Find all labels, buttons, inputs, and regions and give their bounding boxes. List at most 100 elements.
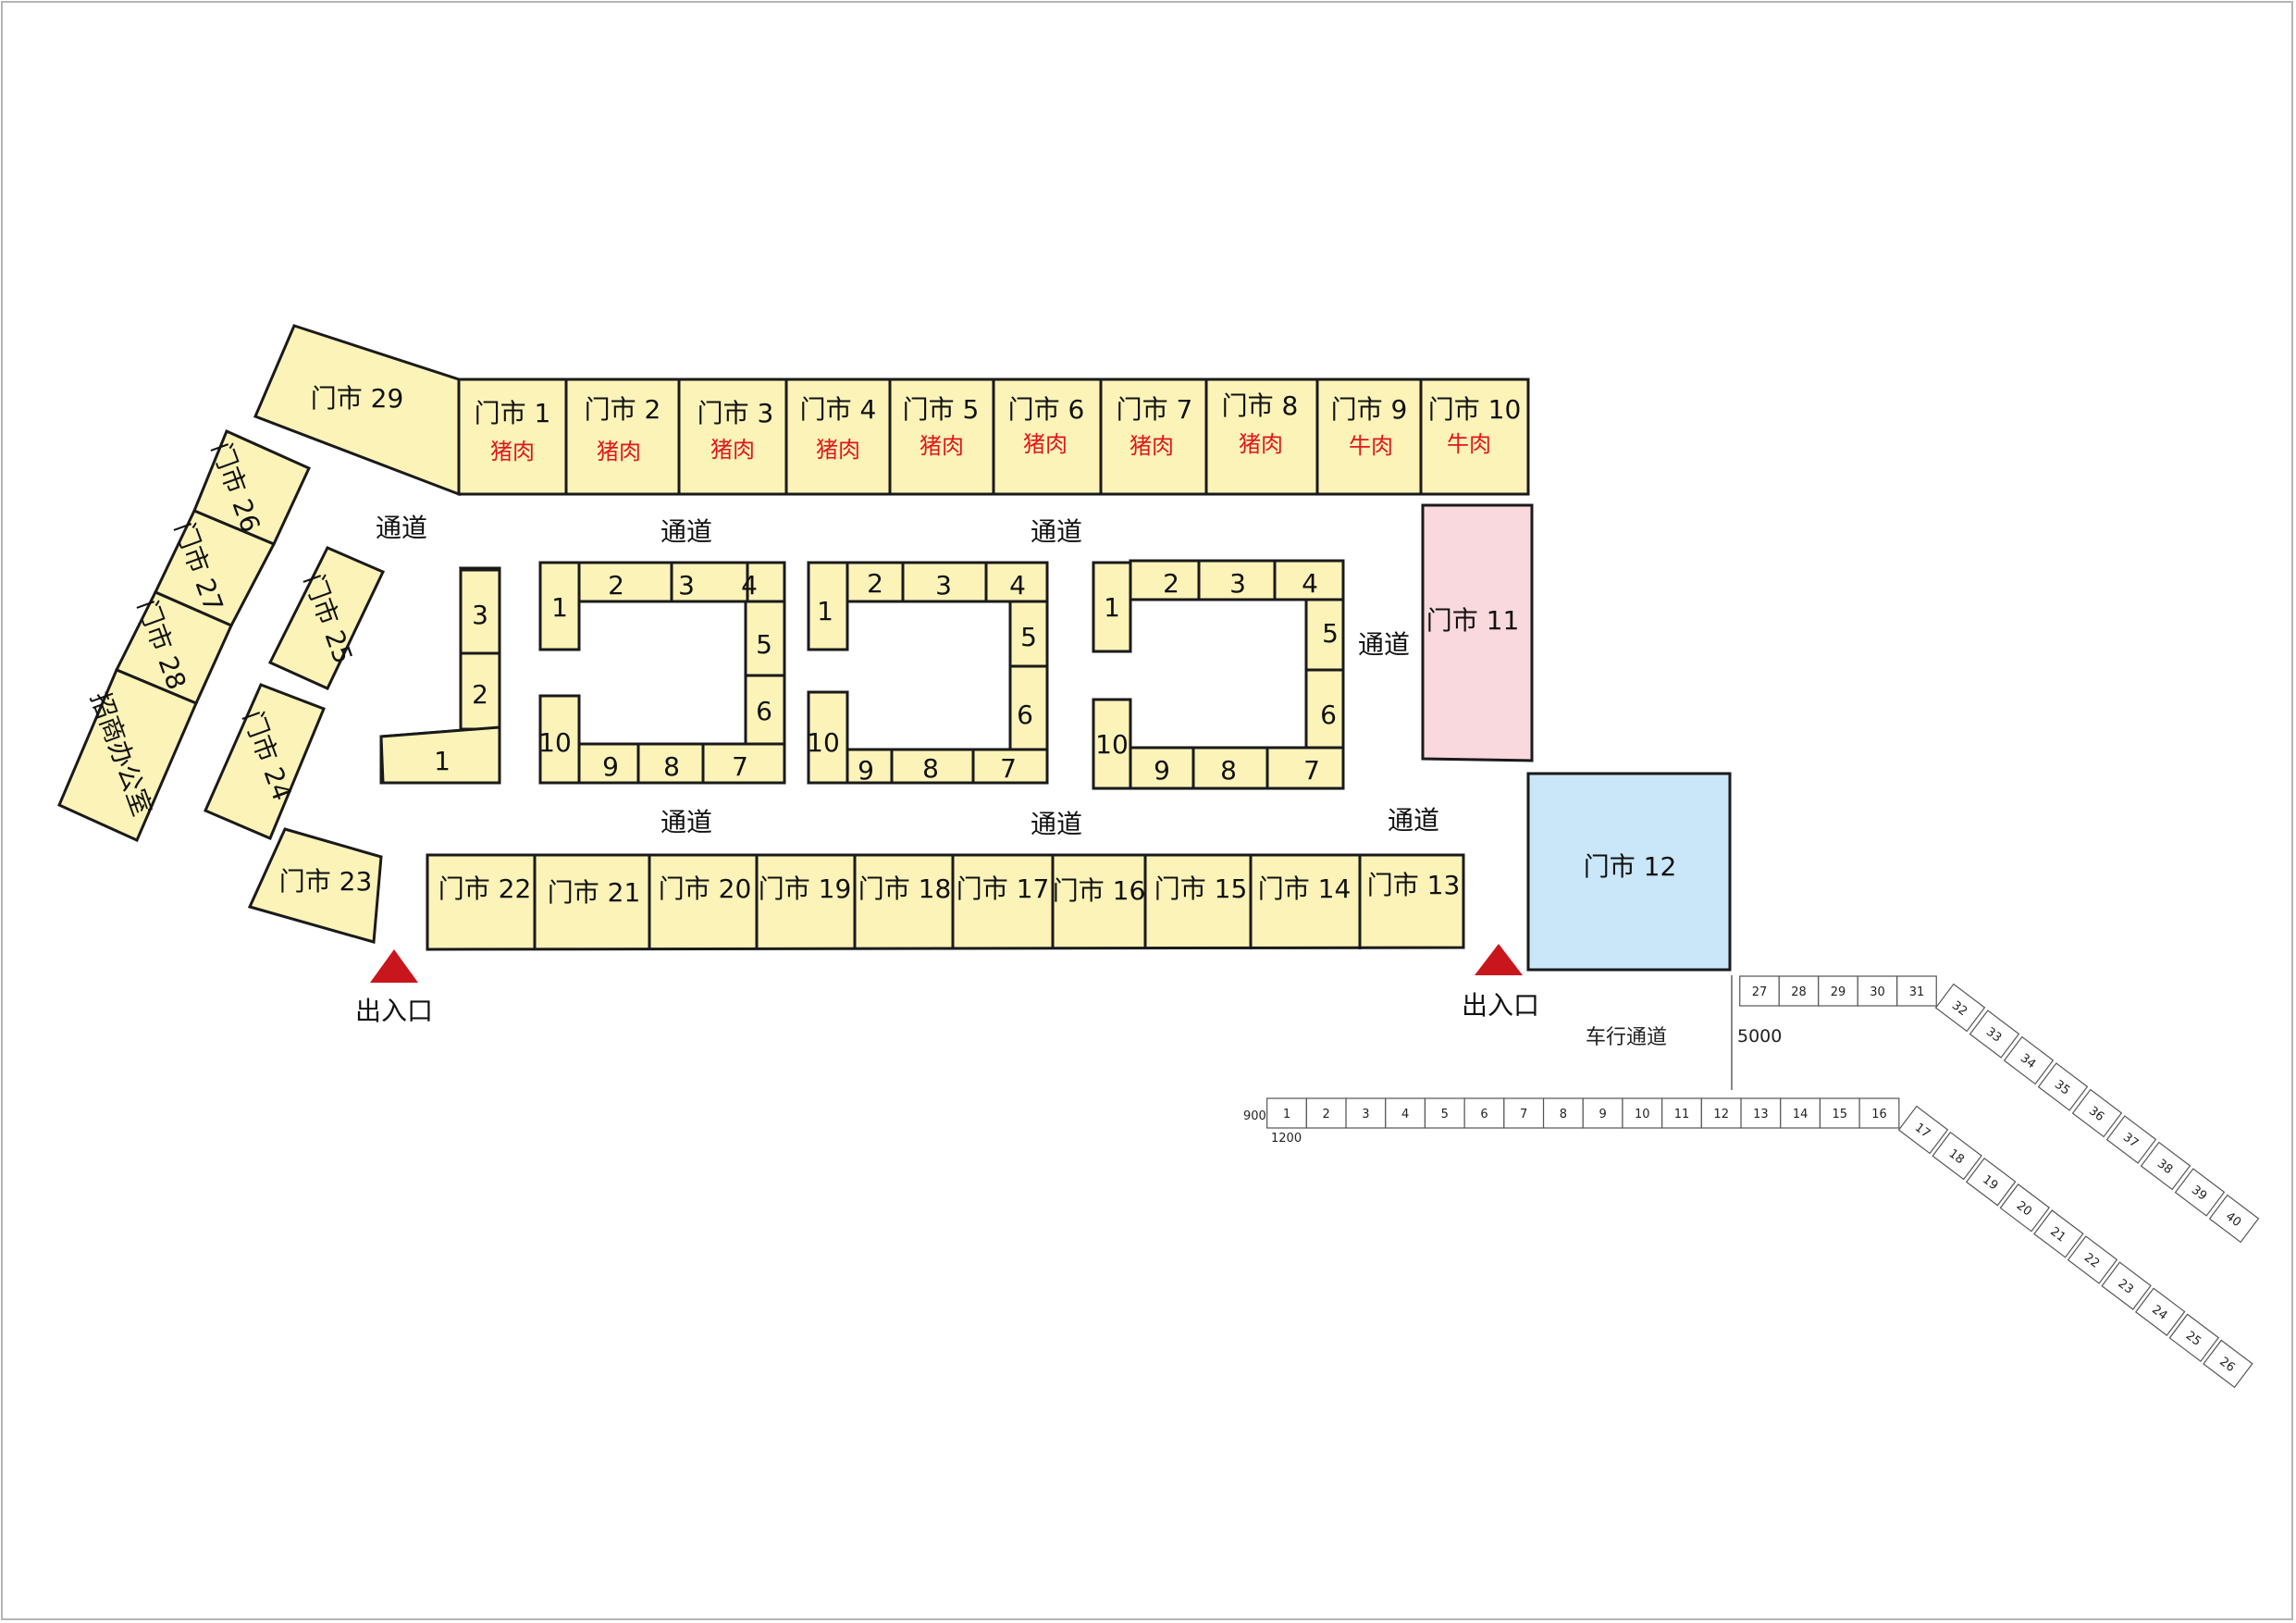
parking-space-number: 10 (1635, 1108, 1650, 1121)
stall-b-7-number: 7 (1000, 753, 1017, 784)
shop-19-label: 门市 19 (759, 873, 852, 904)
corridor-label: 通道 (1358, 629, 1410, 660)
parking-space-number: 5 (1441, 1108, 1449, 1121)
parking-space: 26 (2203, 1339, 2253, 1389)
stall-a-6 (744, 674, 786, 746)
parking-space-box (1858, 1097, 1900, 1129)
stall-b-4-number: 4 (1009, 570, 1026, 601)
shop-5-product: 猪肉 (920, 433, 964, 459)
stall-c-5-number: 5 (1322, 618, 1339, 649)
parking-space-number: 9 (1599, 1108, 1606, 1121)
parking-space-box (2105, 1115, 2157, 1164)
shop-23-label: 门市 23 (279, 866, 373, 897)
parking-space-box (2203, 1339, 2253, 1389)
stall-group-b: 1 2 3 4 5 6 7 8 9 10 (807, 561, 1049, 786)
shop-10-product: 牛肉 (1447, 431, 1491, 457)
stall-b-2-number: 2 (867, 568, 883, 599)
stall-a-2-number: 2 (608, 570, 624, 601)
parking-space: 33 (1969, 1010, 2020, 1059)
parking-space: 20 (1999, 1183, 2051, 1233)
shop-13-label: 门市 13 (1367, 870, 1461, 900)
parking-space: 34 (2003, 1035, 2055, 1085)
parking-space: 29 (1818, 975, 1858, 1007)
stall-a-10-number: 10 (538, 727, 572, 758)
parking-space: 31 (1896, 975, 1937, 1007)
stall-b-8-number: 8 (922, 753, 939, 784)
parking-space-number: 7 (1520, 1108, 1527, 1121)
corridor-label: 通道 (1031, 809, 1082, 839)
stall-c-6 (1304, 668, 1345, 750)
entrance-label: 出入口 (355, 996, 433, 1026)
parking-space-box (2208, 1194, 2260, 1244)
shop-7-label: 门市 7 (1117, 394, 1193, 425)
stall-c-4 (1273, 559, 1345, 601)
shop-21-label: 门市 21 (548, 877, 641, 908)
parking-space: 35 (2037, 1062, 2089, 1111)
space-depth-dimension: 1200 (1271, 1132, 1302, 1146)
space-width-dimension: 900 (1243, 1109, 1266, 1123)
shop-12 (1526, 772, 1732, 972)
parking-space: 25 (2168, 1313, 2220, 1363)
parking-space: 38 (2140, 1141, 2191, 1191)
stall-b-2 (846, 561, 905, 603)
shop-5-label: 门市 5 (903, 394, 980, 425)
parking-space: 6 (1463, 1097, 1505, 1129)
parking-space-box (1739, 975, 1780, 1007)
shop-10-label: 门市 10 (1428, 394, 1522, 425)
parking-space-box (1857, 975, 1898, 1007)
parking-space: 30 (1857, 975, 1898, 1007)
stall-c-5 (1304, 598, 1345, 672)
parking-space-number: 12 (1713, 1108, 1729, 1121)
stall-c-4-number: 4 (1302, 568, 1318, 599)
stall-b-1-number: 1 (817, 596, 833, 626)
stall-l-3-number: 3 (472, 600, 488, 630)
stall-b-1 (807, 561, 849, 651)
stall-group-l: 3 2 1 (379, 566, 501, 785)
parking-space-number: 3 (1362, 1108, 1369, 1121)
corridor-label: 通道 (376, 513, 427, 543)
shop-2-label: 门市 2 (585, 394, 661, 425)
parking-space-box (2174, 1168, 2226, 1217)
stall-b-10-number: 10 (807, 727, 840, 758)
shop-20-label: 门市 20 (659, 873, 752, 904)
shop-22-label: 门市 22 (438, 873, 532, 904)
shop-1-product: 猪肉 (490, 439, 535, 465)
shop-1-label: 门市 1 (475, 398, 551, 428)
stall-a-3-number: 3 (678, 570, 695, 601)
parking-space: 28 (1778, 975, 1820, 1007)
parking-space: 5 (1424, 1097, 1465, 1129)
parking-space-number: 2 (1323, 1108, 1330, 1121)
parking-space: 37 (2105, 1115, 2157, 1164)
parking-space: 7 (1503, 1097, 1545, 1129)
parking-space-box (2140, 1141, 2191, 1191)
parking-space-box (2003, 1035, 2055, 1085)
parking-space-number: 4 (1401, 1108, 1409, 1121)
parking-space: 1 (1266, 1097, 1307, 1129)
stall-a-7-number: 7 (732, 751, 748, 782)
shop-11 (1421, 503, 1534, 762)
lane-width-dimension: 5000 (1737, 1026, 1782, 1047)
stall-c-6-number: 6 (1320, 700, 1337, 730)
stall-b-5 (1008, 600, 1049, 668)
entrance-label: 出入口 (1462, 990, 1539, 1021)
parking-space-box (1969, 1010, 2020, 1059)
parking-space-box (1897, 1105, 1949, 1155)
stall-l-3 (459, 568, 501, 655)
parking-space-box (2071, 1088, 2123, 1138)
parking-space-box (2037, 1062, 2089, 1111)
parking-space-number: 13 (1753, 1108, 1769, 1121)
stall-b-10 (807, 690, 849, 785)
vehicle-lane-label: 车行通道 (1586, 1026, 1667, 1049)
stall-b-5-number: 5 (1020, 622, 1037, 652)
stall-a-1-number: 1 (551, 592, 568, 623)
stall-c-9-number: 9 (1154, 755, 1170, 786)
parking-space-number: 14 (1793, 1108, 1808, 1121)
stall-a-4 (746, 561, 786, 603)
stall-a-8 (636, 742, 705, 785)
stall-b-8 (890, 748, 975, 785)
parking-space: 3 (1345, 1097, 1387, 1129)
shop-29 (253, 324, 461, 497)
